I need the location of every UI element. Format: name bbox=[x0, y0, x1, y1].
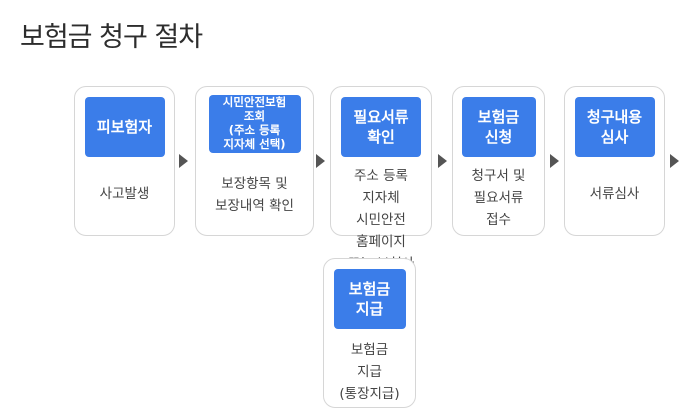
step-desc-documents: 주소 등록 지자체 시민안전 홈페이지 또는 보험사 bbox=[348, 168, 414, 272]
step-desc-accident: 사고발생 bbox=[99, 186, 150, 202]
step-badge-lookup: 시민안전보험 조회 (주소 등록 지자체 선택) bbox=[208, 95, 301, 153]
step-badge-documents: 필요서류 확인 bbox=[341, 97, 421, 157]
triangle-right-icon bbox=[550, 154, 559, 168]
triangle-right-icon bbox=[438, 154, 447, 168]
step-card-lookup: 시민안전보험 조회 (주소 등록 지자체 선택) 보장항목 및 보장내역 확인 bbox=[195, 86, 314, 236]
page-title: 보험금 청구 절차 bbox=[20, 22, 203, 53]
step-card-insured: 피보험자 사고발생 bbox=[74, 86, 175, 236]
step-card-documents: 필요서류 확인 주소 등록 지자체 시민안전 홈페이지 또는 보험사 bbox=[330, 86, 432, 272]
step-badge-payment: 보험금 지급 bbox=[333, 269, 406, 329]
step-desc-payment: 보험금 지급 (통장지급) bbox=[339, 342, 400, 402]
step-desc-coverage: 보장항목 및 보장내역 확인 bbox=[215, 176, 294, 214]
triangle-right-icon bbox=[670, 154, 679, 168]
step-badge-insured: 피보험자 bbox=[84, 97, 165, 157]
step-desc-apply: 청구서 및 필요서류 접수 bbox=[471, 168, 526, 228]
step-badge-review: 청구내용 심사 bbox=[574, 97, 655, 157]
step-badge-apply: 보험금 신청 bbox=[461, 97, 536, 157]
triangle-right-icon bbox=[179, 154, 188, 168]
step-desc-review: 서류심사 bbox=[589, 186, 640, 202]
step-card-payment: 보험금 지급 보험금 지급 (통장지급) bbox=[323, 258, 416, 408]
step-card-review: 청구내용 심사 서류심사 bbox=[564, 86, 665, 236]
step-card-apply: 보험금 신청 청구서 및 필요서류 접수 bbox=[452, 86, 545, 236]
triangle-right-icon bbox=[316, 154, 325, 168]
